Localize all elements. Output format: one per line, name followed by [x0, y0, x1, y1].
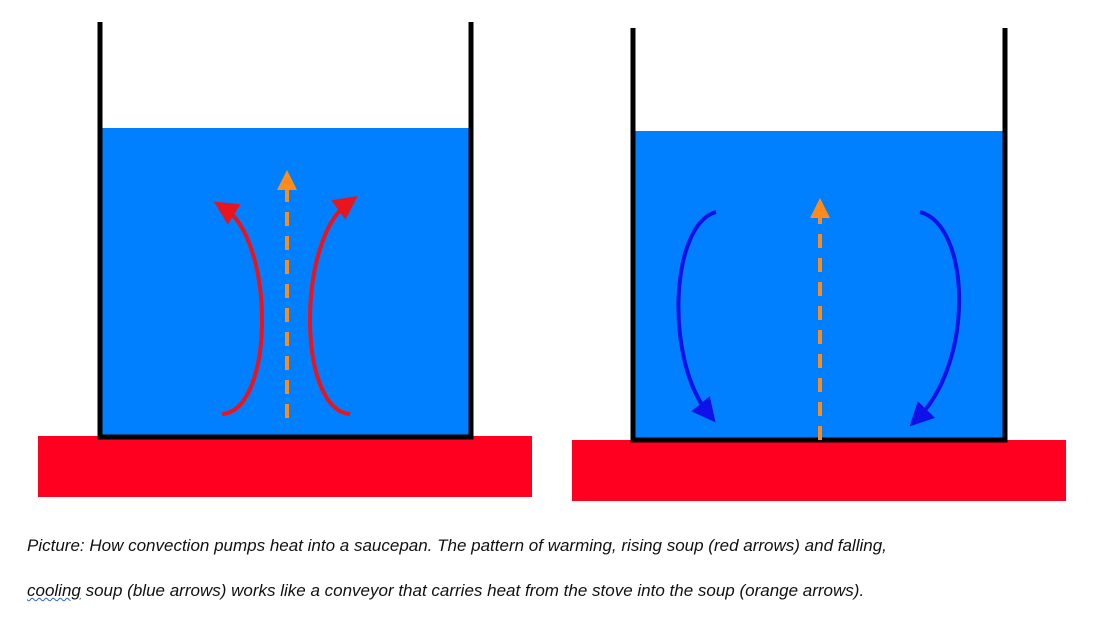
caption-misspelled-word: cooling: [27, 581, 81, 600]
left-saucepan: [38, 22, 532, 497]
stove: [38, 436, 532, 497]
right-saucepan: [572, 28, 1066, 501]
caption-line-2: cooling soup (blue arrows) works like a …: [27, 581, 864, 601]
stove: [572, 440, 1066, 501]
pan-outline: [97, 22, 474, 440]
caption-line-2-text: soup (blue arrows) works like a conveyor…: [80, 581, 865, 600]
caption-line-1: Picture: How convection pumps heat into …: [27, 536, 887, 555]
rising-arrow-right: [308, 195, 358, 416]
falling-arrow-right: [909, 210, 962, 427]
rising-arrow-left: [213, 201, 264, 416]
falling-arrow-left: [676, 210, 717, 423]
